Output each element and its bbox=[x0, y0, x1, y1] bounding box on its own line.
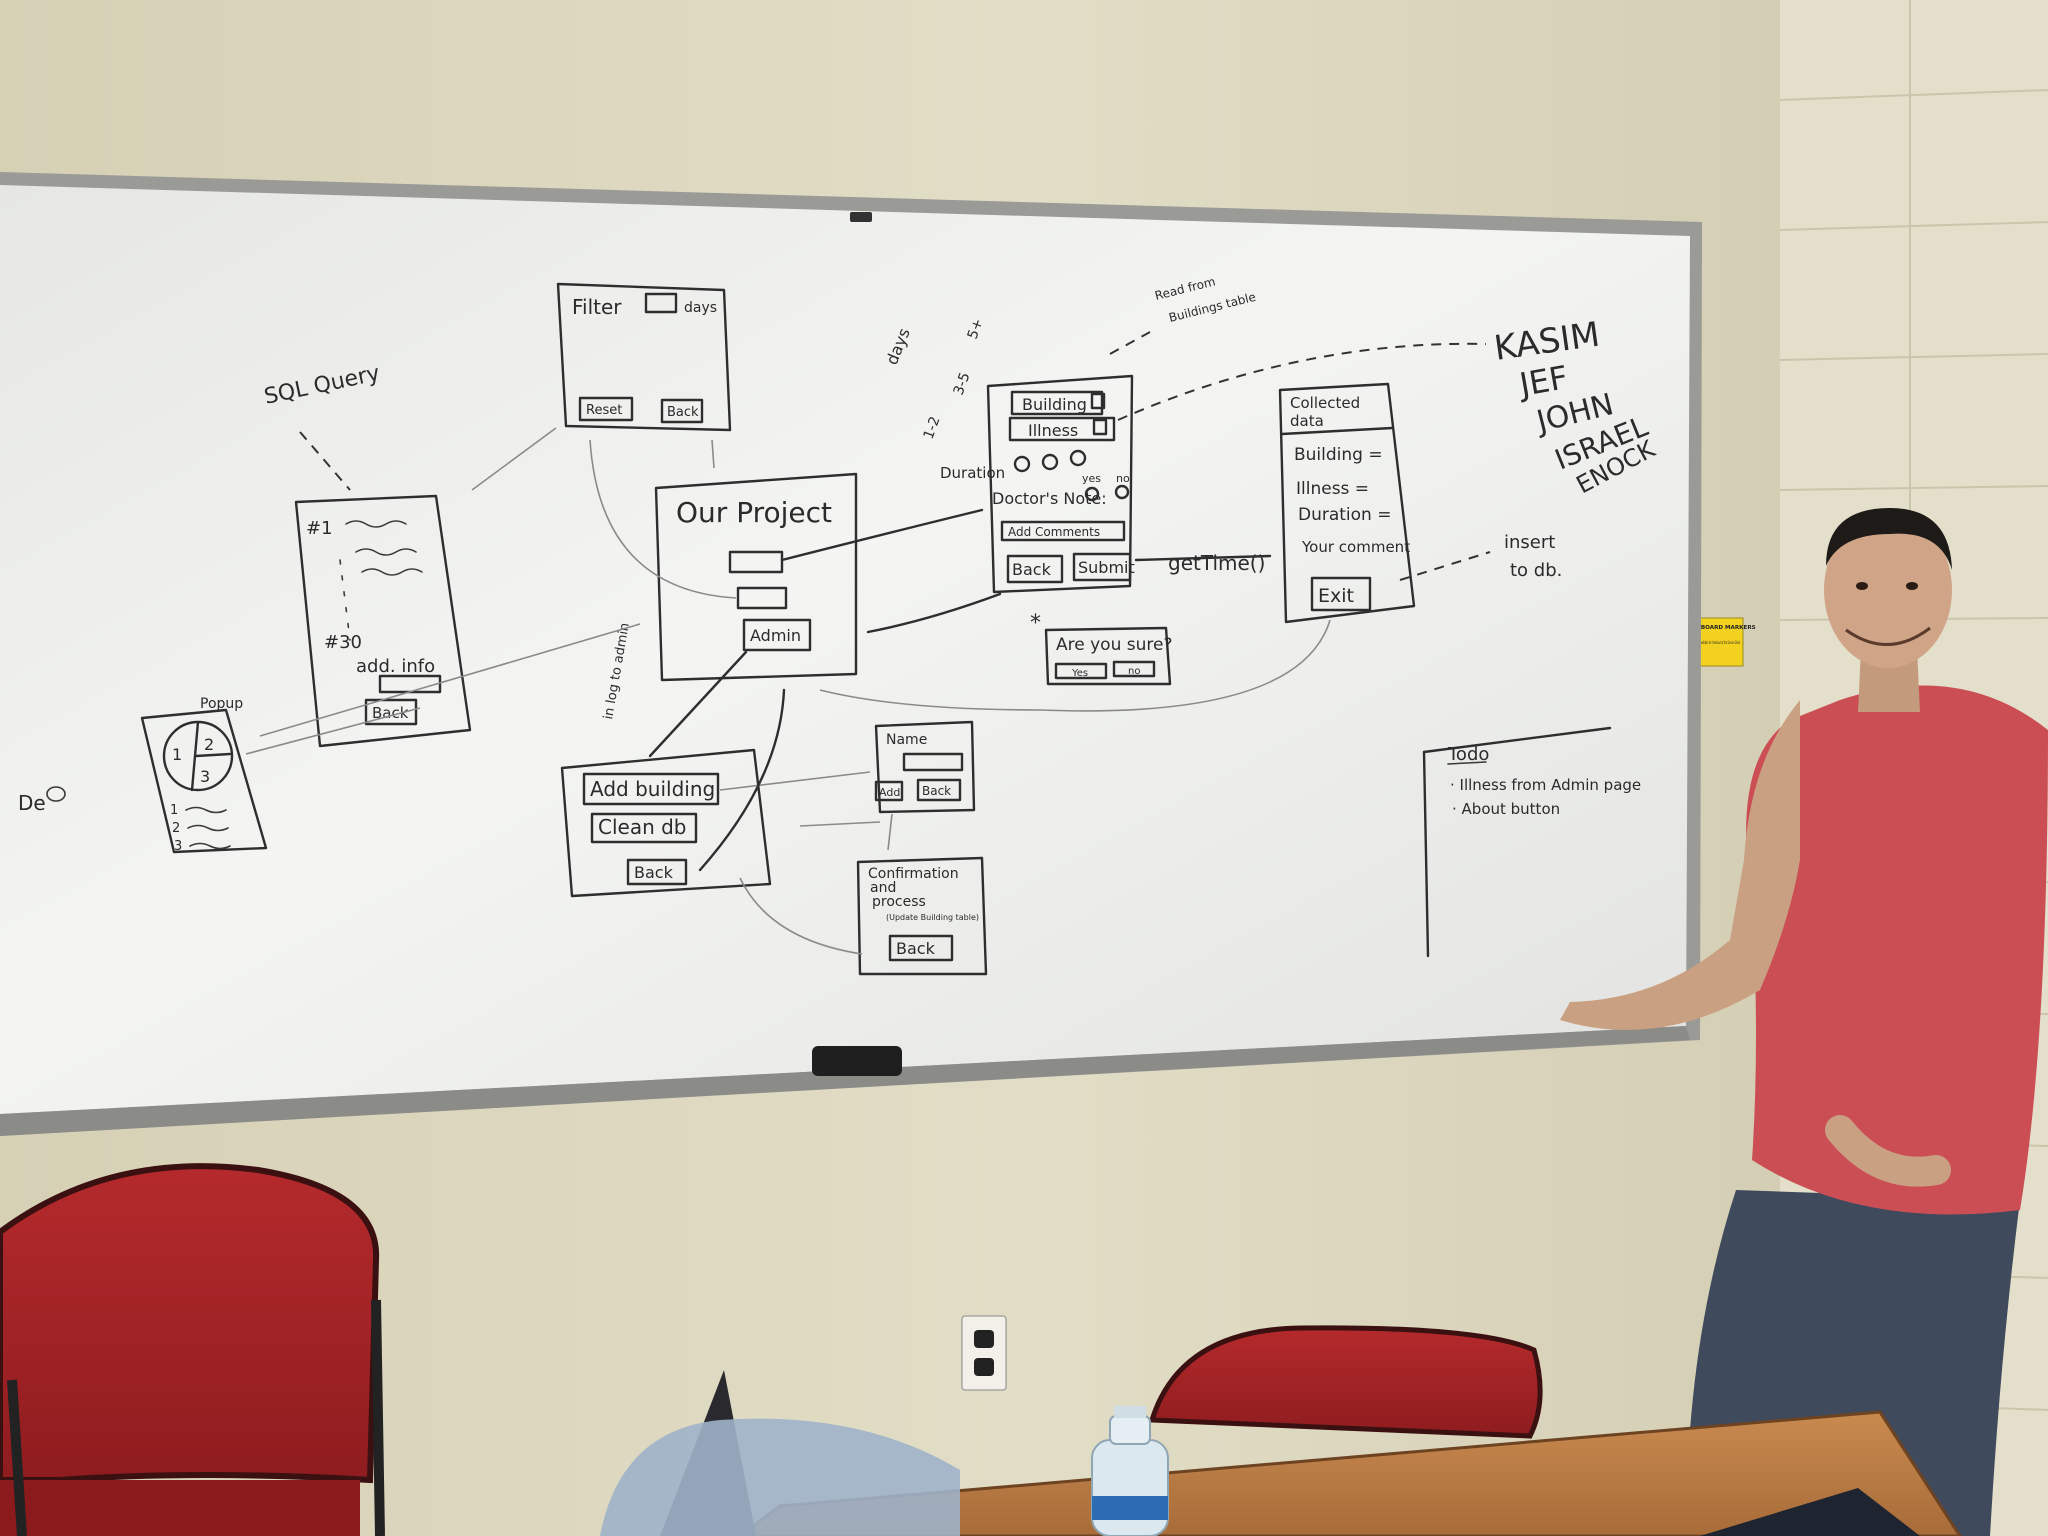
name-screen-sketch: Name Add Back bbox=[874, 720, 976, 814]
bug-note: De bbox=[18, 786, 66, 815]
todo-title: Todo bbox=[1447, 744, 1489, 765]
eraser bbox=[812, 1046, 902, 1076]
form-yes: yes bbox=[1082, 472, 1101, 485]
team-name-2: JEF bbox=[1515, 358, 1571, 404]
admin-screen-sketch: Add building Clean db Back bbox=[560, 748, 772, 898]
flow-arrows bbox=[245, 342, 1487, 955]
name-back: Back bbox=[922, 784, 951, 798]
collected-duration: Duration = bbox=[1298, 505, 1391, 525]
confirm-back: Back bbox=[896, 939, 936, 958]
form-doctors-note: Doctor's Note: bbox=[992, 489, 1107, 508]
list-first-row: #1 bbox=[306, 518, 333, 539]
insert-line-2: to db. bbox=[1510, 560, 1562, 581]
ays-yes: Yes bbox=[1071, 668, 1088, 679]
pie-label-1: 1 bbox=[172, 745, 182, 764]
admin-back: Back bbox=[634, 863, 674, 882]
filter-back: Back bbox=[667, 405, 699, 420]
list-last-row: #30 bbox=[324, 632, 362, 653]
form-range-2: 3-5 bbox=[951, 370, 974, 397]
insert-line-1: insert bbox=[1504, 532, 1555, 553]
sign-body: are available for checkout at the Servic… bbox=[1696, 640, 1740, 645]
collected-exit: Exit bbox=[1318, 585, 1354, 607]
confirm-title-1: Confirmation bbox=[868, 866, 959, 882]
ays-text: Are you sure? bbox=[1056, 635, 1172, 655]
collected-data-sketch: Collected data Building = Illness = Dura… bbox=[1278, 382, 1416, 624]
insert-note: insert to db. bbox=[1399, 532, 1562, 581]
tablet bbox=[1700, 1488, 1920, 1536]
form-range-3: 5+ bbox=[965, 316, 987, 341]
main-title: Our Project bbox=[676, 496, 832, 529]
admin-add-building: Add building bbox=[590, 777, 715, 801]
form-add-comments: Add Comments bbox=[1008, 525, 1100, 539]
popup-list-3: 3 bbox=[174, 839, 182, 854]
ays-no: no bbox=[1128, 666, 1140, 677]
todo-item-1: · Illness from Admin page bbox=[1450, 776, 1641, 794]
get-time-label: getTime() bbox=[1168, 551, 1265, 575]
popup-list-1: 1 bbox=[170, 803, 178, 818]
popup-title: Popup bbox=[200, 696, 243, 712]
read-dash bbox=[1109, 331, 1151, 355]
form-duration: Duration bbox=[940, 464, 1005, 482]
confirm-title-2: and bbox=[870, 880, 896, 896]
main-admin: Admin bbox=[750, 626, 801, 645]
asterisk: * bbox=[1030, 611, 1041, 636]
whiteboard-frame bbox=[0, 172, 1702, 1136]
form-no: no bbox=[1116, 472, 1130, 485]
whiteboard-markers-sign: WHITEBOARD MARKERS are available for che… bbox=[1680, 617, 1756, 667]
name-title: Name bbox=[886, 732, 927, 748]
filter-reset: Reset bbox=[586, 403, 622, 418]
collected-title-2: data bbox=[1290, 412, 1324, 430]
collected-building: Building = bbox=[1294, 445, 1383, 465]
filter-title: Filter bbox=[572, 295, 622, 319]
confirm-title-3: process bbox=[872, 894, 926, 910]
collected-illness: Illness = bbox=[1296, 479, 1369, 499]
bug-icon bbox=[46, 786, 66, 802]
admin-clean-db: Clean db bbox=[598, 815, 687, 839]
form-submit: Submit bbox=[1078, 558, 1135, 577]
confirm-screen-sketch: Confirmation and process (Update Buildin… bbox=[856, 856, 988, 976]
collected-title-1: Collected bbox=[1290, 394, 1360, 412]
wall-outlet bbox=[961, 1315, 1007, 1391]
form-range-1: 1-2 bbox=[921, 414, 944, 441]
sign-title: WHITEBOARD MARKERS bbox=[1680, 625, 1755, 631]
are-you-sure-sketch: * Are you sure? Yes no bbox=[1030, 611, 1172, 686]
popup-list-2: 2 bbox=[172, 821, 180, 836]
name-add: Add bbox=[879, 786, 900, 799]
list-add-info: add. info bbox=[356, 656, 435, 677]
pie-label-2: 2 bbox=[204, 735, 214, 754]
todo-box: Todo · Illness from Admin page · About b… bbox=[1422, 726, 1641, 958]
popup-sketch: Popup 1 2 3 1 2 3 bbox=[140, 696, 268, 854]
water-bottle bbox=[1091, 1406, 1169, 1536]
form-building: Building bbox=[1022, 395, 1087, 414]
sql-query-dash bbox=[299, 431, 351, 491]
form-back: Back bbox=[1012, 560, 1052, 579]
filter-screen-sketch: Filter days Reset Back bbox=[556, 282, 732, 432]
chair-left bbox=[0, 1163, 385, 1536]
collected-comment: Your comment bbox=[1301, 538, 1410, 556]
confirm-note: (Update Building table) bbox=[886, 913, 979, 922]
chair-middle bbox=[1148, 1325, 1543, 1439]
form-illness: Illness bbox=[1028, 421, 1078, 440]
pie-label-3: 3 bbox=[200, 767, 210, 786]
todo-item-2: · About button bbox=[1452, 800, 1560, 818]
filter-days: days bbox=[684, 300, 717, 316]
bug-label: De bbox=[18, 791, 46, 815]
laptop bbox=[600, 1370, 960, 1536]
